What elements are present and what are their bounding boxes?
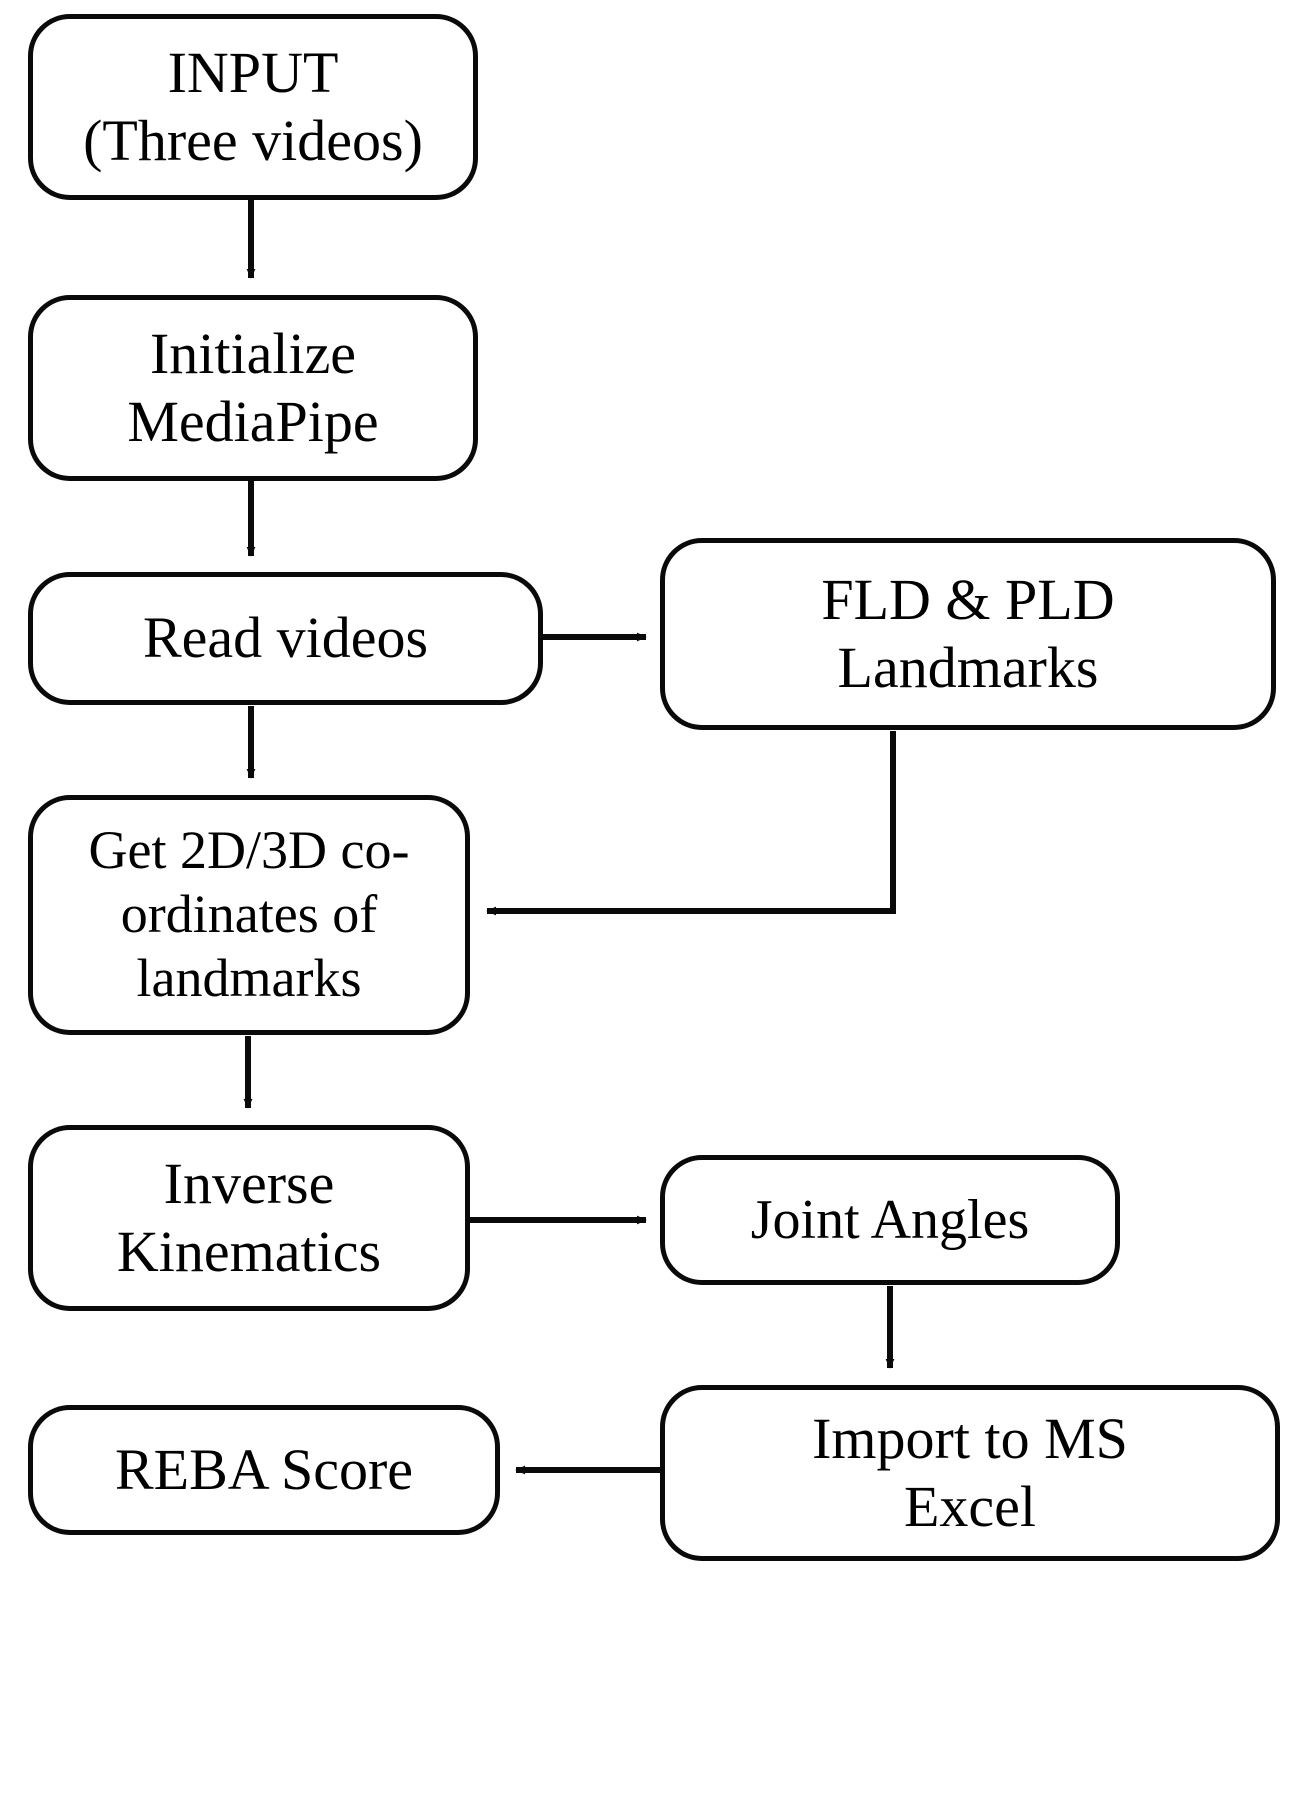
node-import-to-ms-excel-label: Import to MS Excel (812, 1405, 1128, 1539)
node-import-to-ms-excel[interactable]: Import to MS Excel (660, 1385, 1280, 1561)
node-fld-pld-landmarks[interactable]: FLD & PLD Landmarks (660, 538, 1276, 730)
edge-landmarks-to-coords (486, 731, 896, 916)
node-get-coordinates-label: Get 2D/3D co- ordinates of landmarks (88, 820, 410, 1008)
node-joint-angles-label: Joint Angles (750, 1188, 1030, 1251)
node-fld-pld-landmarks-label: FLD & PLD Landmarks (821, 566, 1115, 700)
node-input-label: INPUT (Three videos) (83, 39, 423, 173)
node-inverse-kinematics[interactable]: Inverse Kinematics (28, 1125, 470, 1311)
node-read-videos[interactable]: Read videos (28, 572, 543, 705)
node-reba-score-label: REBA Score (114, 1436, 414, 1502)
node-reba-score[interactable]: REBA Score (28, 1405, 500, 1535)
node-initialize-mediapipe[interactable]: Initialize MediaPipe (28, 295, 478, 481)
node-inverse-kinematics-label: Inverse Kinematics (116, 1150, 382, 1284)
node-get-coordinates[interactable]: Get 2D/3D co- ordinates of landmarks (28, 795, 470, 1035)
node-initialize-mediapipe-label: Initialize MediaPipe (127, 320, 379, 454)
node-input[interactable]: INPUT (Three videos) (28, 14, 478, 200)
node-joint-angles[interactable]: Joint Angles (660, 1155, 1120, 1285)
node-read-videos-label: Read videos (142, 605, 429, 671)
